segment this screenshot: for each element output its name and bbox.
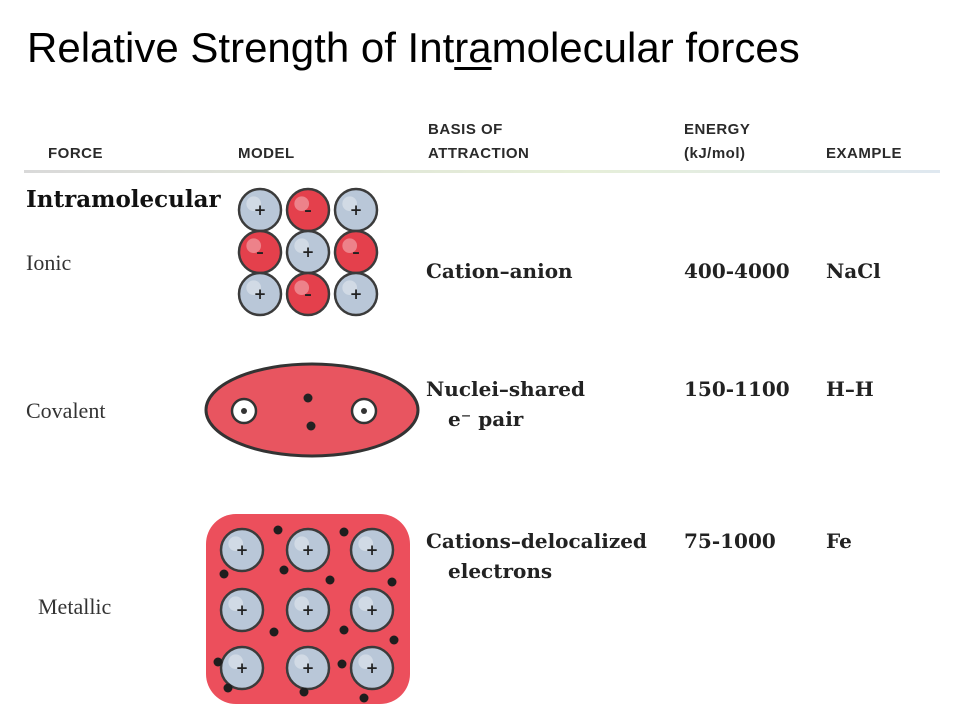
delocalized-electron-icon [299,687,309,697]
anion-icon-symbol: – [304,285,312,303]
metal-cation-icon: + [219,645,265,691]
nucleus-icon [350,397,378,425]
row-ionic-example: NaCl [826,259,881,283]
anion-icon: – [237,229,283,275]
delocalized-electron-icon [339,625,349,635]
section-label-intramolecular: Intramolecular [26,186,221,213]
delocalized-electron-icon [273,525,283,535]
delocalized-electron-icon [387,577,397,587]
delocalized-electron-icon [213,657,223,667]
row-covalent-basis-line1: Nuclei–shared [426,377,585,401]
delocalized-electron-icon [219,569,229,579]
metal-cation-icon: + [285,645,331,691]
cation-icon-symbol: + [254,201,267,219]
metal-cation-icon-symbol: + [302,541,315,559]
metal-cation-icon-symbol: + [366,601,379,619]
row-metallic-energy: 75-1000 [684,529,776,553]
header-basis: BASIS OF ATTRACTION [428,121,530,162]
delocalized-electron-icon [389,635,399,645]
metal-cation-icon-symbol: + [302,601,315,619]
title-part-2: molecular forces [491,24,800,71]
cation-icon: + [237,271,283,317]
delocalized-electron-icon [339,527,349,537]
anion-icon: – [285,271,331,317]
metal-cation-icon: + [349,527,395,573]
anion-icon-symbol: – [304,201,312,219]
anion-icon-symbol: – [256,243,264,261]
metal-cation-icon-symbol: + [366,541,379,559]
metal-cation-icon-symbol: + [366,659,379,677]
cation-icon-symbol: + [254,285,267,303]
delocalized-electron-icon [223,683,233,693]
title-part-1: Relative Strength of Int [27,24,455,71]
metal-cation-icon-symbol: + [236,541,249,559]
title-underlined-part: ra [454,24,492,71]
covalent-bond-model-icon [204,362,420,458]
cation-icon: + [237,187,283,233]
delocalized-electron-icon [325,575,335,585]
metal-cation-icon: + [219,587,265,633]
row-ionic-energy: 400-4000 [684,259,790,283]
cation-icon: + [285,229,331,275]
row-covalent-basis: Nuclei–shared e⁻ pair [426,374,585,434]
row-ionic-basis-line1: Cation–anion [426,259,573,283]
row-covalent-force: Covalent [26,398,106,423]
row-ionic-basis: Cation–anion [426,256,573,286]
cation-icon-symbol: + [302,243,315,261]
metal-cation-icon: + [349,587,395,633]
row-metallic-force: Metallic [38,594,112,619]
metal-cation-icon-symbol: + [236,659,249,677]
header-example: EXAMPLE [826,145,903,162]
ionic-lattice-model-icon: + – + – + – + – + [237,187,379,317]
cation-icon: + [333,187,379,233]
header-energy: ENERGY (kJ/mol) [684,121,751,162]
metal-cation-icon: + [285,587,331,633]
row-metallic-example: Fe [826,529,852,553]
row-metallic-basis-line1: Cations–delocalized [426,529,647,553]
cation-icon: + [333,271,379,317]
metal-cation-icon: + [349,645,395,691]
header-model: MODEL [238,145,295,162]
anion-icon: – [333,229,379,275]
delocalized-electron-icon [279,565,289,575]
nucleus-icon [230,397,258,425]
row-covalent-example: H–H [826,377,874,401]
shared-electron-icon [303,393,313,403]
row-metallic-basis-line2: electrons [448,559,553,583]
slide-title: Relative Strength of Intramolecular forc… [27,22,800,74]
cation-icon-symbol: + [350,201,363,219]
metal-cation-icon: + [285,527,331,573]
header-force: FORCE [48,145,103,162]
anion-icon: – [285,187,331,233]
row-metallic-basis: Cations–delocalized electrons [426,526,647,586]
metal-cation-icon-symbol: + [236,601,249,619]
header-rule [24,170,940,173]
delocalized-electron-icon [269,627,279,637]
metallic-lattice-model-icon: + + + + + + + + + [206,514,410,704]
delocalized-electron-icon [337,659,347,669]
row-ionic-force: Ionic [26,250,72,275]
row-covalent-energy: 150-1100 [684,377,790,401]
electron-cloud-icon [204,362,420,458]
anion-icon-symbol: – [352,243,360,261]
metal-cation-icon-symbol: + [302,659,315,677]
shared-electron-icon [306,421,316,431]
cation-icon-symbol: + [350,285,363,303]
metal-cation-icon: + [219,527,265,573]
delocalized-electron-icon [359,693,369,703]
row-covalent-basis-line2: e⁻ pair [448,407,524,431]
